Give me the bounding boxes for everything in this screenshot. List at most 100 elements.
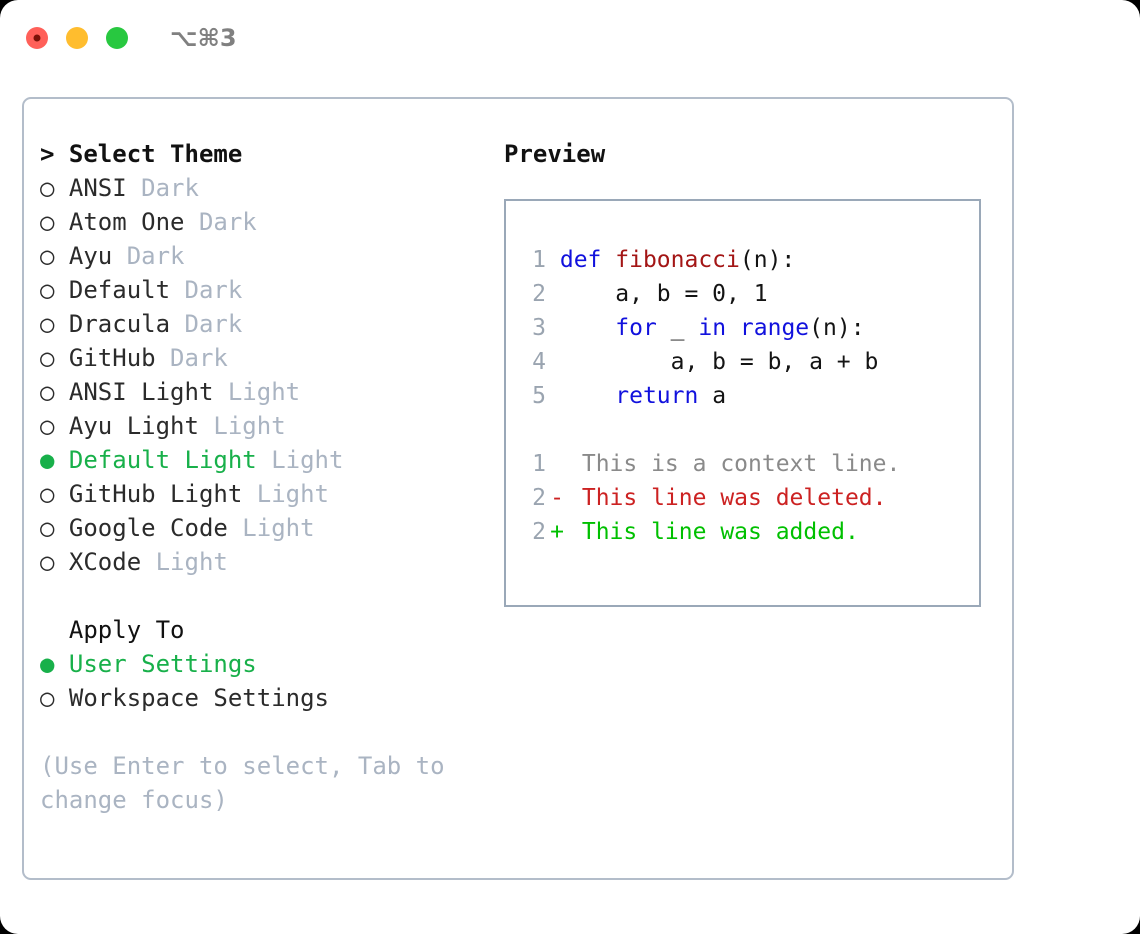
code-line-number: 5: [532, 383, 546, 409]
apply-to-option-label: Workspace Settings: [54, 684, 329, 712]
code-line: 5 return a: [520, 379, 979, 413]
diff-line-del: 2- This line was deleted.: [520, 481, 979, 515]
radio-selected-icon: ●: [40, 446, 55, 474]
theme-variant-badge: Light: [227, 514, 315, 542]
code-token-plain: (n):: [739, 247, 796, 273]
theme-option-default-light[interactable]: ● Default Light Light: [40, 443, 484, 477]
theme-variant-badge: Dark: [170, 276, 243, 304]
close-button[interactable]: [26, 27, 48, 49]
theme-variant-badge: Dark: [170, 310, 243, 338]
code-token-plain: (n):: [809, 315, 865, 341]
radio-selected-icon: ●: [40, 650, 55, 678]
theme-variant-badge: Light: [242, 480, 329, 508]
theme-variant-badge: Light: [141, 548, 228, 576]
code-line: 2 a, b = 0, 1: [520, 277, 979, 311]
theme-variant-badge: Light: [198, 412, 286, 440]
diff-marker: [546, 447, 568, 481]
code-line-number: 1: [532, 247, 546, 273]
theme-picker-pane: > Select Theme ○ ANSI Dark○ Atom One Dar…: [24, 137, 484, 817]
theme-option-xcode[interactable]: ○ XCode Light: [40, 545, 484, 579]
radio-unselected-icon: ○: [40, 310, 55, 338]
theme-variant-badge: Dark: [112, 242, 185, 270]
code-token-kw: return: [615, 383, 699, 409]
code-token-plain: [560, 383, 615, 409]
keyboard-hint-text: (Use Enter to select, Tab to change focu…: [40, 752, 460, 814]
theme-variant-badge: Light: [213, 378, 301, 406]
minimize-button[interactable]: [66, 27, 88, 49]
select-theme-heading: > Select Theme: [40, 140, 243, 168]
theme-option-atom-one[interactable]: ○ Atom One Dark: [40, 205, 484, 239]
code-token-plain: [560, 315, 615, 341]
theme-option-default[interactable]: ○ Default Dark: [40, 273, 484, 307]
diff-line-number: 1: [532, 451, 546, 477]
radio-unselected-icon: ○: [40, 208, 55, 236]
window-controls: [26, 27, 128, 49]
theme-variant-badge: Dark: [184, 208, 257, 236]
title-bar: ⌥⌘3: [0, 0, 1140, 76]
theme-option-github[interactable]: ○ GitHub Dark: [40, 341, 484, 375]
code-diff-spacer: [520, 413, 979, 447]
diff-line-text: This line was added.: [568, 519, 859, 545]
diff-line-text: This line was deleted.: [568, 485, 887, 511]
theme-option-ayu-light[interactable]: ○ Ayu Light Light: [40, 409, 484, 443]
theme-option-label: Ayu Light: [54, 412, 199, 440]
radio-unselected-icon: ○: [40, 242, 55, 270]
code-token-kw: in: [698, 315, 727, 341]
theme-option-github-light[interactable]: ○ GitHub Light Light: [40, 477, 484, 511]
theme-option-ansi-light[interactable]: ○ ANSI Light Light: [40, 375, 484, 409]
code-line-number: 4: [532, 349, 546, 375]
theme-option-google-code[interactable]: ○ Google Code Light: [40, 511, 484, 545]
code-token-plain: _: [656, 315, 699, 341]
code-line-number: 2: [532, 281, 546, 307]
apply-to-option-workspace-settings[interactable]: ○ Workspace Settings: [40, 681, 484, 715]
radio-unselected-icon: ○: [40, 276, 55, 304]
theme-option-ansi[interactable]: ○ ANSI Dark: [40, 171, 484, 205]
theme-option-ayu[interactable]: ○ Ayu Dark: [40, 239, 484, 273]
diff-line-context: 1 This is a context line.: [520, 447, 979, 481]
two-column-layout: > Select Theme ○ ANSI Dark○ Atom One Dar…: [24, 99, 1012, 817]
theme-option-label: ANSI Light: [54, 378, 214, 406]
code-token-plain: a, b = b, a + b: [559, 349, 879, 375]
code-line: 1 def fibonacci(n):: [520, 243, 979, 277]
code-token-kw: def: [559, 247, 616, 273]
theme-variant-badge: Dark: [126, 174, 199, 202]
maximize-button[interactable]: [106, 27, 128, 49]
theme-option-label: Atom One: [54, 208, 185, 236]
apply-to-list[interactable]: ● User Settings○ Workspace Settings: [40, 647, 484, 715]
radio-unselected-icon: ○: [40, 174, 55, 202]
apply-to-option-user-settings[interactable]: ● User Settings: [40, 647, 484, 681]
radio-unselected-icon: ○: [40, 412, 55, 440]
apply-to-heading: Apply To: [40, 616, 185, 644]
code-token-kw: range: [739, 315, 810, 341]
keyboard-shortcut-label: ⌥⌘3: [170, 24, 237, 52]
code-line-text: a, b = 0, 1: [546, 281, 767, 307]
code-line-text: def fibonacci(n):: [546, 247, 795, 273]
section-spacer: [40, 579, 484, 613]
code-line-text: for _ in range(n):: [546, 315, 865, 341]
diff-marker: -: [550, 485, 564, 511]
diff-sample: 1 This is a context line.2- This line wa…: [520, 447, 979, 549]
diff-line-text: This is a context line.: [568, 451, 901, 477]
radio-unselected-icon: ○: [40, 548, 55, 576]
theme-option-label: GitHub: [54, 344, 156, 372]
theme-option-label: GitHub Light: [54, 480, 243, 508]
theme-option-label: ANSI: [54, 174, 127, 202]
theme-option-label: Google Code: [54, 514, 228, 542]
radio-unselected-icon: ○: [40, 684, 55, 712]
theme-option-label: XCode: [54, 548, 142, 576]
theme-option-dracula[interactable]: ○ Dracula Dark: [40, 307, 484, 341]
theme-variant-badge: Dark: [155, 344, 228, 372]
code-line-number: 3: [532, 315, 546, 341]
theme-list[interactable]: ○ ANSI Dark○ Atom One Dark○ Ayu Dark○ De…: [40, 171, 484, 579]
theme-option-label: Default: [54, 276, 171, 304]
preview-pane: Preview 1 def fibonacci(n):2 a, b = 0, 1…: [484, 137, 1012, 817]
radio-unselected-icon: ○: [40, 480, 55, 508]
code-line: 4 a, b = b, a + b: [520, 345, 979, 379]
diff-line-number: 2: [532, 519, 546, 545]
apply-to-option-label: User Settings: [54, 650, 257, 678]
code-token-fn: fibonacci: [615, 247, 740, 273]
code-line-text: return a: [546, 383, 726, 409]
diff-line-number: 2: [532, 485, 546, 511]
theme-option-label: Dracula: [54, 310, 171, 338]
